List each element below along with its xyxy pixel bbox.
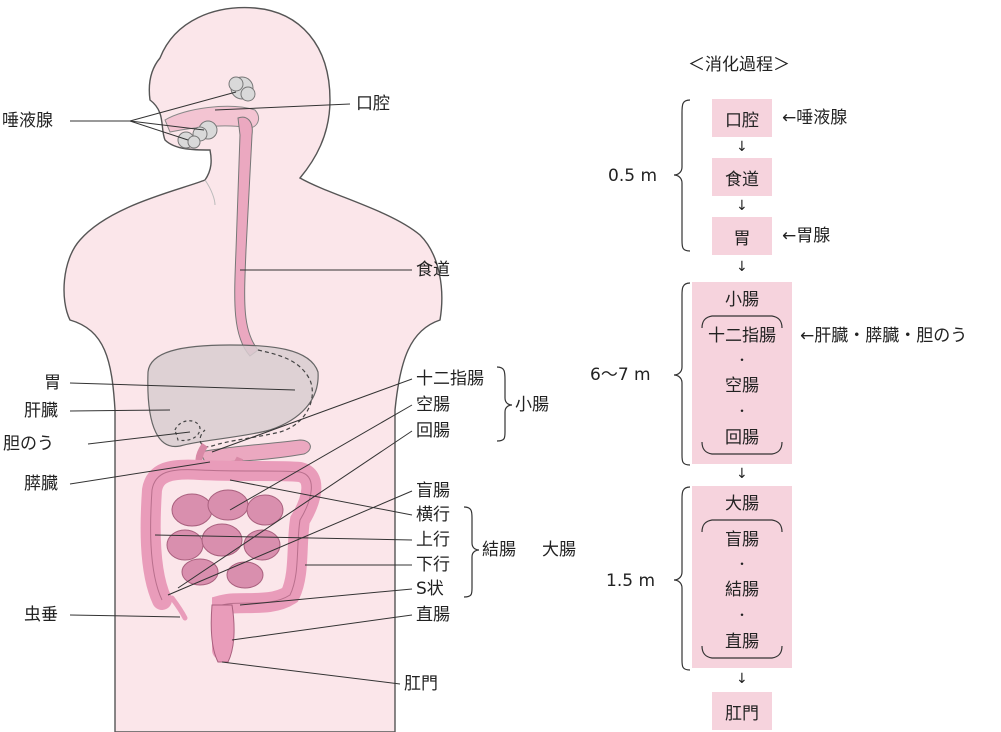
label-gallbladder: 胆のう (3, 434, 54, 454)
step-large-intestine: 大腸 盲腸 ・ 結腸 ・ 直腸 (692, 486, 792, 668)
label-jejunum: 空腸 (416, 395, 450, 415)
label-appendix: 虫垂 (24, 605, 58, 625)
note-gastric-gland: ←胃腺 (782, 226, 831, 246)
arrow-1: ↓ (736, 139, 748, 155)
label-esophagus: 食道 (416, 260, 450, 280)
arrow-3: ↓ (736, 259, 748, 275)
length-braces (673, 99, 691, 671)
length-mouth-to-stomach: 0.5 m (608, 166, 657, 186)
dot-4: ・ (735, 608, 748, 622)
label-large-intestine: 大腸 (542, 540, 576, 560)
pancreas-shape (199, 439, 311, 463)
step-oral-cavity: 口腔 (712, 99, 772, 137)
label-liver: 肝臓 (24, 401, 58, 421)
step-stomach-label: 胃 (733, 228, 751, 249)
label-descending: 下行 (416, 555, 450, 575)
label-oral-cavity: 口腔 (356, 94, 390, 114)
rectum-shape (210, 604, 235, 663)
gallbladder-shape (174, 420, 201, 442)
small-part-ileum: 回腸 (725, 428, 759, 448)
leader-lines (69, 91, 413, 685)
dot-1: ・ (735, 353, 748, 367)
note-liver-pancreas-gallbladder: ←肝臓・膵臓・胆のう (800, 326, 968, 346)
dot-3: ・ (735, 557, 748, 571)
label-ascending: 上行 (416, 530, 450, 550)
anatomy-illustration (63, 6, 520, 732)
flow-title: ＜消化過程＞ (688, 55, 790, 75)
arrow-2: ↓ (736, 198, 748, 214)
salivary-glands (177, 76, 256, 149)
arrow-4: ↓ (736, 466, 748, 482)
large-intestine-title: 大腸 (725, 494, 759, 514)
label-colon: 結腸 (482, 540, 516, 560)
step-stomach: 胃 (712, 217, 772, 255)
large-part-cecum: 盲腸 (725, 530, 759, 550)
step-esophagus: 食道 (712, 158, 772, 196)
small-intestine-title: 小腸 (725, 290, 759, 310)
label-anus: 肛門 (404, 674, 438, 694)
label-stomach: 胃 (44, 373, 61, 393)
dot-2: ・ (735, 404, 748, 418)
label-small-intestine: 小腸 (515, 395, 549, 415)
label-ileum: 回腸 (416, 421, 450, 441)
label-rectum: 直腸 (416, 605, 450, 625)
large-part-colon: 結腸 (725, 580, 759, 600)
label-brackets (463, 366, 520, 627)
arrow-5: ↓ (736, 671, 748, 687)
step-esophagus-label: 食道 (725, 169, 759, 190)
step-anus: 肛門 (712, 692, 772, 730)
step-small-intestine: 小腸 十二指腸 ・ 空腸 ・ 回腸 (692, 282, 792, 464)
step-anus-label: 肛門 (725, 703, 759, 724)
label-cecum: 盲腸 (416, 481, 450, 501)
small-part-duodenum: 十二指腸 (708, 326, 776, 346)
length-small-intestine: 6〜7 m (590, 365, 651, 385)
small-part-jejunum: 空腸 (725, 376, 759, 396)
label-sigmoid: S状 (416, 579, 444, 599)
label-duodenum: 十二指腸 (416, 369, 484, 389)
note-salivary-gland: ←唾液腺 (782, 108, 848, 128)
esophagus-shape (234, 116, 259, 357)
length-large-intestine: 1.5 m (606, 571, 655, 591)
large-part-rectum: 直腸 (725, 632, 759, 652)
label-transverse: 横行 (416, 505, 450, 525)
label-salivary-gland: 唾液腺 (2, 111, 53, 131)
small-intestine-shape (166, 489, 284, 589)
label-pancreas: 膵臓 (24, 474, 58, 494)
step-oral-cavity-label: 口腔 (725, 110, 759, 131)
appendix-shape (169, 595, 188, 621)
